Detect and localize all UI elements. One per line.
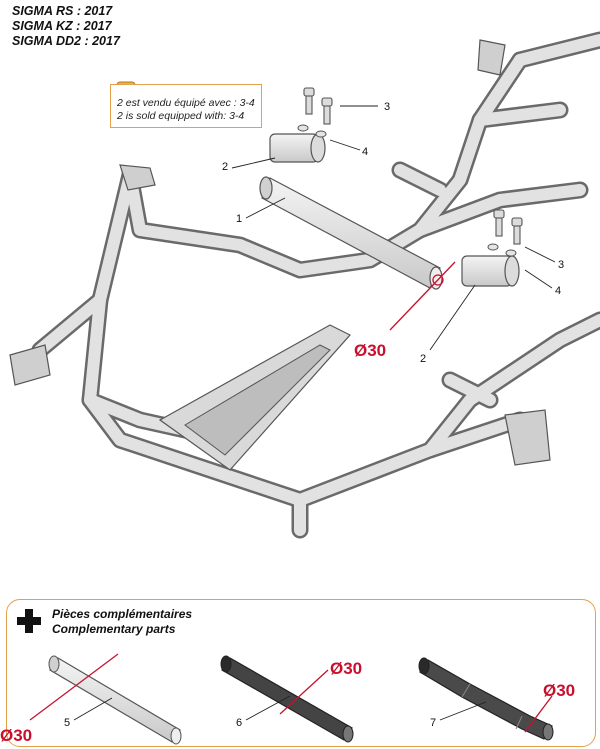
callout-4-top: 4 [362, 146, 368, 158]
part-3-bolt-d [511, 217, 523, 245]
note-fr: 2 est vendu équipé avec : 3-4 [117, 97, 255, 109]
leader-7 [439, 701, 487, 721]
model-list: SIGMA RS : 2017 SIGMA KZ : 2017 SIGMA DD… [12, 4, 120, 49]
diameter-part-7: Ø30 [543, 681, 575, 700]
note-en: 2 is sold equipped with: 3-4 [117, 110, 245, 122]
plus-icon [17, 609, 41, 633]
diameter-marker-6 [279, 669, 329, 715]
complementary-parts-panel [6, 599, 596, 747]
complementary-title-fr: Pièces complémentaires [52, 607, 193, 621]
part-7-tube [418, 657, 554, 741]
model-sigma-dd2: SIGMA DD2 : 2017 [12, 34, 120, 48]
callout-3-top: 3 [384, 101, 390, 113]
callout-4-bottom: 4 [555, 285, 561, 297]
callout-2-top: 2 [222, 161, 228, 173]
complementary-title-en: Complementary parts [52, 622, 176, 636]
part-2-collar-bottom [461, 255, 520, 287]
seat-bracket [158, 324, 351, 471]
part-4-washer-c [487, 243, 499, 251]
callout-2-bottom: 2 [420, 353, 426, 365]
diameter-marker-7 [524, 695, 553, 733]
part-3-bolt-b [321, 97, 333, 125]
mount-plate-top [477, 39, 506, 76]
diameter-part-5: Ø30 [0, 726, 32, 745]
diameter-marker [389, 261, 456, 331]
complementary-title: Pièces complémentaires Complementary par… [52, 607, 192, 637]
mount-plate-right [504, 409, 551, 466]
callout-1: 1 [236, 213, 242, 225]
part-4-washer-d [505, 249, 517, 257]
frame-diagram: 1 2 3 4 3 4 2 Ø30 [9, 31, 600, 539]
leader-5 [73, 697, 113, 721]
diameter-main: Ø30 [354, 341, 386, 360]
part-2-collar-top [269, 133, 326, 163]
leader-6 [245, 695, 291, 721]
model-sigma-kz: SIGMA KZ : 2017 [12, 19, 112, 33]
part-3-bolt-a [303, 87, 315, 115]
mount-plate-left [119, 164, 156, 191]
part-3-bolt-c [493, 209, 505, 237]
diameter-marker-5 [29, 653, 119, 721]
complementary-parts-drawing: Ø30 Ø30 Ø30 5 6 7 [0, 653, 575, 745]
part-4-washer-a [297, 124, 309, 132]
model-sigma-rs: SIGMA RS : 2017 [12, 4, 113, 18]
callout-5: 5 [64, 717, 70, 729]
leader-lines [231, 105, 556, 351]
diameter-part-6: Ø30 [330, 659, 362, 678]
part-4-washer-b [315, 130, 327, 138]
callout-6: 6 [236, 717, 242, 729]
callout-3-bottom: 3 [558, 259, 564, 271]
callout-7: 7 [430, 717, 436, 729]
part-6-tube [220, 655, 354, 743]
equipment-note: 2 est vendu équipé avec : 3-4 2 is sold … [110, 84, 262, 128]
mount-plate-front [9, 344, 51, 386]
part-5-tube [48, 655, 182, 745]
